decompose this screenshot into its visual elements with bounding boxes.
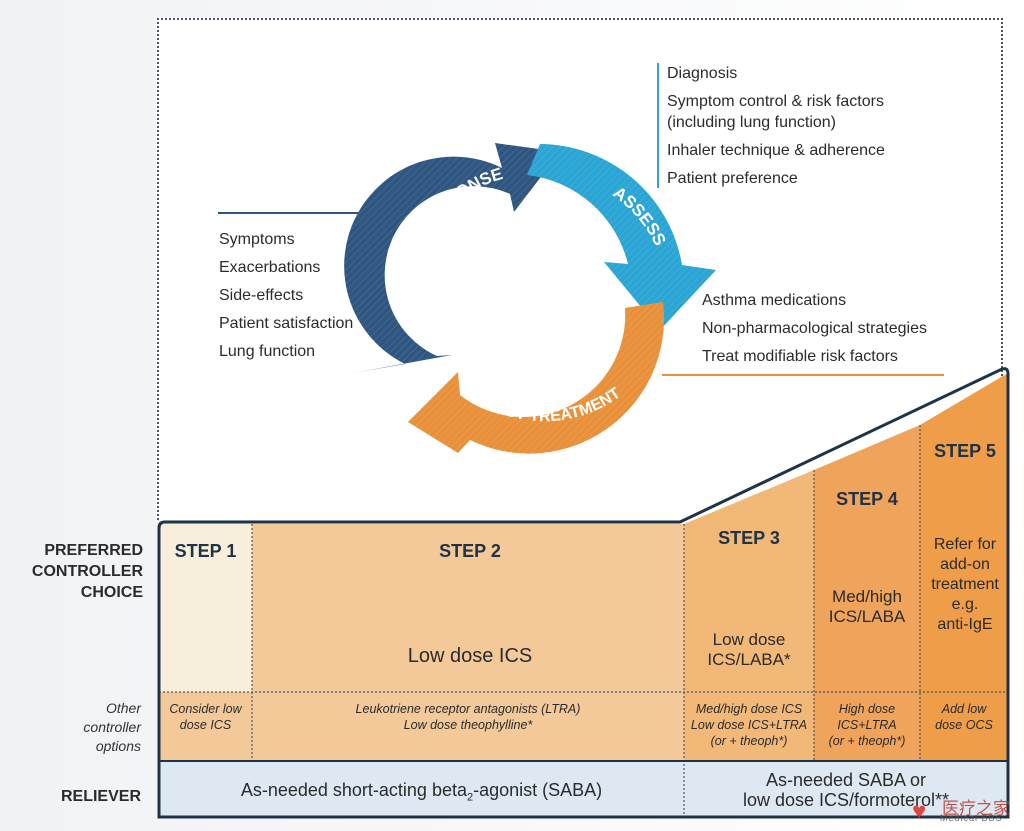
step1-other: Consider low dose ICS <box>169 702 242 732</box>
step3-title: STEP 3 <box>718 528 780 548</box>
step-table <box>157 367 1010 819</box>
step5-body: Refer for add-on treatment e.g. anti-IgE <box>931 536 999 633</box>
step3-cell <box>684 470 814 692</box>
adjust-item: Asthma medications <box>702 292 847 309</box>
step2-title: STEP 2 <box>439 541 501 561</box>
other-controller-label: Other controller options <box>83 700 141 754</box>
reliever-right: As-needed SABA or low dose ICS/formotero… <box>742 770 950 810</box>
step5-title: STEP 5 <box>934 441 996 461</box>
review-item: Lung function <box>219 343 316 360</box>
assess-item: (including lung function) <box>667 114 836 131</box>
step5-other: Add low dose OCS <box>935 702 993 732</box>
step4-body: Med/high ICS/LABA <box>828 587 906 626</box>
assess-item: Patient preference <box>667 170 798 187</box>
reliever-left: As-needed short-acting beta2-agonist (SA… <box>240 780 603 804</box>
preferred-controller-label: PREFERRED CONTROLLER CHOICE <box>31 542 143 601</box>
watermark-logo: ♥ 医疗之家 Medical BBS <box>912 798 1010 825</box>
step1-title: STEP 1 <box>174 541 237 561</box>
step4-cell <box>814 425 920 692</box>
step4-other: High dose ICS+LTRA (or + theoph*) <box>828 702 906 748</box>
review-item: Side-effects <box>219 287 304 304</box>
review-list: Symptoms Exacerbations Side-effects Pati… <box>219 226 353 366</box>
step2-cell <box>252 524 684 692</box>
heart-icon: ♥ <box>912 798 927 825</box>
review-response-arrow <box>344 143 560 373</box>
reliever-row <box>159 762 1008 817</box>
adjust-item: Non-pharmacological strategies <box>702 320 927 337</box>
adjust-item: Treat modifiable risk factors <box>702 348 898 365</box>
review-item: Exacerbations <box>219 259 321 276</box>
assess-list: Diagnosis Symptom control & risk factors… <box>667 60 885 193</box>
assess-item: Inhaler technique & adherence <box>667 142 885 159</box>
step5-cell <box>920 373 1008 692</box>
step1-cell <box>159 524 252 692</box>
step2-other: Leukotriene receptor antagonists (LTRA) … <box>355 702 581 732</box>
step2-body: Low dose ICS <box>407 645 533 667</box>
reliever-label: RELIEVER <box>60 788 141 805</box>
assess-item: Diagnosis <box>667 65 738 82</box>
assess-arrow <box>527 144 716 330</box>
step3-body: Low dose ICS/LABA* <box>707 630 791 669</box>
review-item: Symptoms <box>219 231 295 248</box>
assess-item: Symptom control & risk factors <box>667 93 884 110</box>
adjust-list: Asthma medications Non-pharmacological s… <box>702 287 927 371</box>
step4-title: STEP 4 <box>836 489 898 509</box>
step3-other: Med/high dose ICS Low dose ICS+LTRA (or … <box>690 702 808 748</box>
review-item: Patient satisfaction <box>219 315 354 332</box>
adjust-treatment-arrow <box>408 302 665 454</box>
